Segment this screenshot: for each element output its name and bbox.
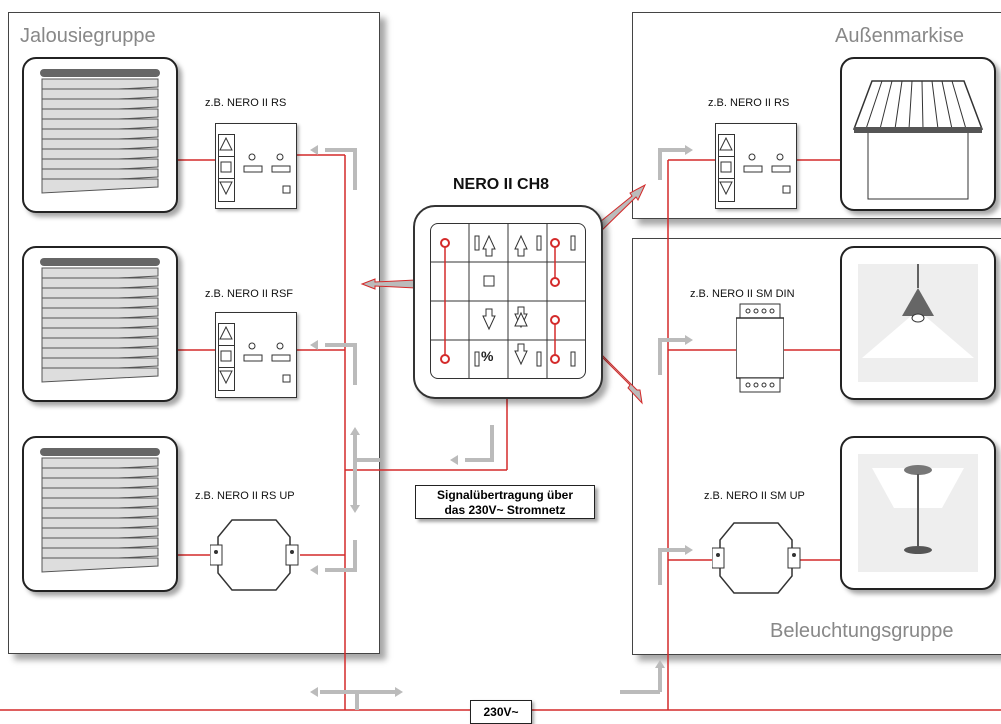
- percent-symbol: %: [481, 348, 494, 364]
- device-label-rs-up: z.B. NERO II RS UP: [195, 490, 295, 502]
- din-rail-module: [736, 303, 784, 393]
- device-label-rs: z.B. NERO II RS: [205, 97, 287, 109]
- arrow-to-lighting: [589, 344, 643, 405]
- flush-module-sm-up: [712, 522, 801, 594]
- signal-arrows: [320, 148, 685, 710]
- blind-tile-2: [22, 246, 178, 402]
- lighting-group-title: Beleuchtungsgruppe: [770, 620, 954, 642]
- switch-rs-awning: [715, 123, 797, 209]
- pendant-lamp-tile: [840, 246, 996, 400]
- awning-group-title: Außenmarkise: [835, 25, 964, 47]
- central-controller-title: NERO II CH8: [453, 176, 550, 193]
- floor-lamp-tile: [840, 436, 996, 590]
- central-keypad: %: [430, 223, 586, 379]
- device-label-sm-din: z.B. NERO II SM DIN: [690, 288, 795, 300]
- device-label-sm-up: z.B. NERO II SM UP: [704, 490, 805, 502]
- device-label-rs-awning: z.B. NERO II RS: [708, 97, 790, 109]
- flush-module-rs-up: [210, 519, 299, 591]
- signal-note-line1: Signalübertragung über: [436, 488, 573, 502]
- signal-note: Signalübertragung über das 230V~ Stromne…: [415, 485, 595, 519]
- signal-note-line2: das 230V~ Stromnetz: [444, 503, 566, 517]
- awning-tile: [840, 57, 996, 211]
- switch-rs: [215, 123, 297, 209]
- central-controller: %: [413, 205, 603, 399]
- blinds-group-title: Jalousiegruppe: [20, 25, 156, 47]
- arrow-heads: [310, 145, 693, 697]
- device-label-rsf: z.B. NERO II RSF: [205, 288, 294, 300]
- switch-rsf: [215, 312, 297, 398]
- blind-tile-1: [22, 57, 178, 213]
- blind-tile-3: [22, 436, 178, 592]
- mains-label: 230V~: [470, 700, 532, 724]
